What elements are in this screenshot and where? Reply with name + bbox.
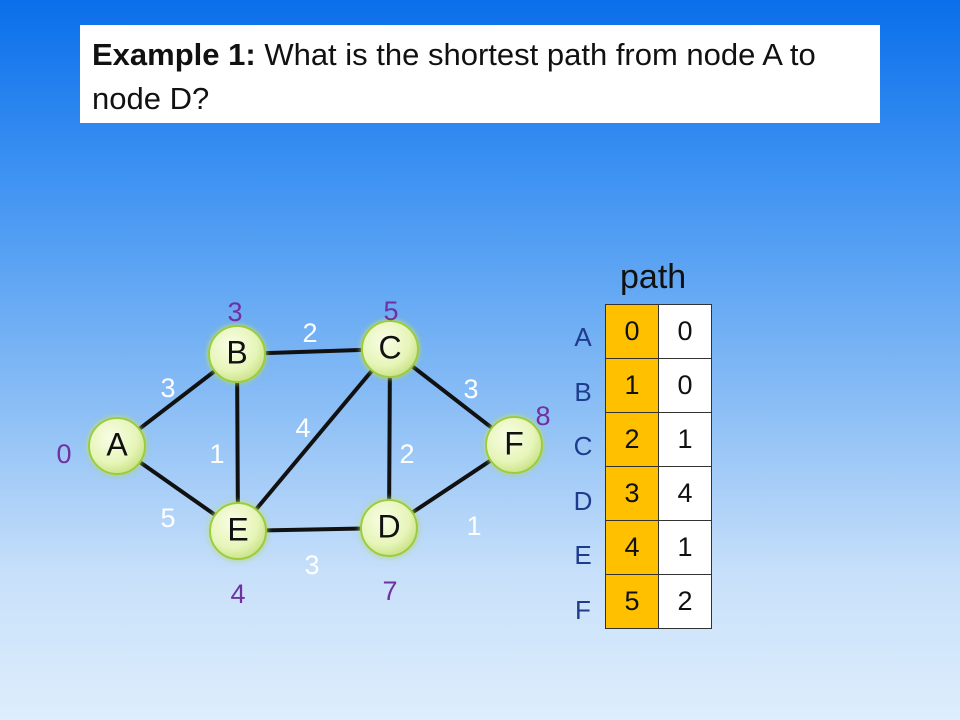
node-distance-C: 5 xyxy=(383,296,398,326)
path-index-cell: 2 xyxy=(605,412,659,467)
path-row-label-F: F xyxy=(575,594,591,625)
edge-weight-A-B: 3 xyxy=(160,373,175,403)
edge-weight-D-F: 1 xyxy=(466,511,481,541)
path-row-label-E: E xyxy=(574,540,592,570)
node-distance-F: 8 xyxy=(535,401,550,431)
node-distance-D: 7 xyxy=(382,576,397,606)
node-circle-C xyxy=(361,320,419,378)
path-table-title: path xyxy=(620,258,687,296)
edge-C-D xyxy=(387,348,392,529)
path-index-cell: 0 xyxy=(605,304,659,359)
example-label: Example 1: xyxy=(92,37,256,72)
node-distance-E: 4 xyxy=(230,579,245,609)
node-label-D: D xyxy=(377,508,400,544)
path-value-cell: 0 xyxy=(658,358,712,413)
path-index-cell: 4 xyxy=(605,520,659,575)
edge-B-E xyxy=(235,353,240,532)
path-index-cell: 3 xyxy=(605,466,659,521)
node-D: D xyxy=(360,499,418,557)
node-A: A xyxy=(88,417,146,475)
path-value-cell: 1 xyxy=(658,412,712,467)
edge-weight-E-D: 3 xyxy=(304,550,319,580)
node-circle-B xyxy=(208,325,266,383)
edge-weight-C-F: 3 xyxy=(463,374,478,404)
node-circle-D xyxy=(360,499,418,557)
edge-weight-A-E: 5 xyxy=(160,503,175,533)
node-distance-B: 3 xyxy=(227,297,242,327)
node-circle-F xyxy=(485,416,543,474)
question-text: What is the shortest path from node A to… xyxy=(92,37,816,116)
path-row-label-D: D xyxy=(573,485,593,516)
node-circle-A xyxy=(88,417,146,475)
path-row-label-B: B xyxy=(574,376,592,407)
path-row-label-A: A xyxy=(574,322,592,352)
question-box: Example 1: What is the shortest path fro… xyxy=(80,25,880,123)
node-label-A: A xyxy=(106,426,128,462)
node-label-F: F xyxy=(504,425,524,461)
path-value-cell: 4 xyxy=(658,466,712,521)
path-value-cell: 1 xyxy=(658,520,712,575)
path-index-cell: 1 xyxy=(605,358,659,413)
edge-weight-C-D: 2 xyxy=(399,439,414,469)
edge-weight-B-C: 2 xyxy=(302,318,317,348)
node-C: C xyxy=(361,320,419,378)
path-row-label-C: C xyxy=(573,431,593,461)
edge-C-E xyxy=(236,347,392,533)
node-label-E: E xyxy=(227,511,248,547)
node-label-C: C xyxy=(378,329,401,365)
node-E: E xyxy=(209,502,267,560)
edge-weight-B-E: 1 xyxy=(209,439,224,469)
node-label-B: B xyxy=(226,334,247,370)
path-index-cell: 5 xyxy=(605,574,659,629)
path-value-cell: 0 xyxy=(658,304,712,359)
edge-weight-C-E: 4 xyxy=(295,413,310,443)
node-circle-E xyxy=(209,502,267,560)
path-value-cell: 2 xyxy=(658,574,712,629)
node-F: F xyxy=(485,416,543,474)
node-B: B xyxy=(208,325,266,383)
node-distance-A: 0 xyxy=(56,439,71,469)
